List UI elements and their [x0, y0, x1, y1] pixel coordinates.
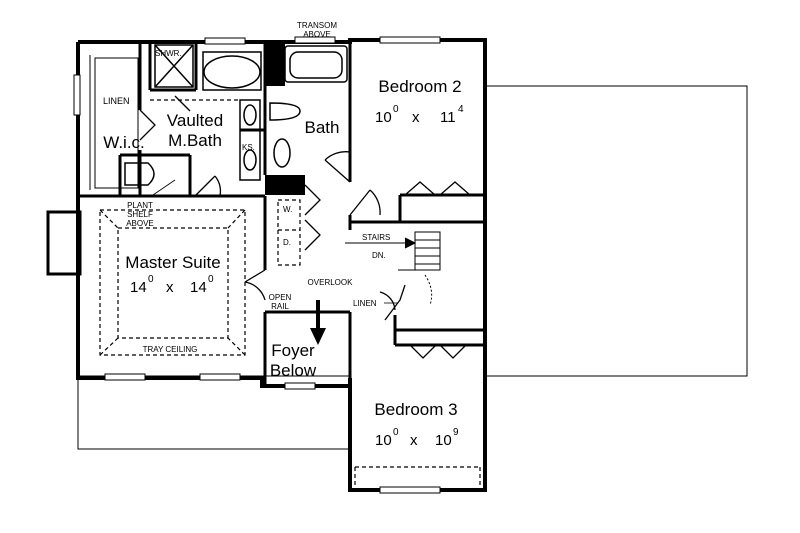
bedroom3-x: x — [410, 432, 418, 449]
interior-walls — [78, 40, 485, 386]
windows — [73, 36, 441, 494]
doors — [139, 95, 471, 359]
foyer-line1: Foyer — [271, 341, 315, 360]
open-rail-line1: OPEN — [269, 293, 292, 302]
bedroom3-w: 10 — [375, 432, 392, 449]
bay-window — [46, 210, 82, 276]
down-label: DN. — [372, 251, 386, 260]
chase-1 — [265, 42, 285, 86]
bedroom2-x: x — [412, 109, 420, 126]
bedroom2-d: 11 — [440, 109, 456, 126]
stairs-label: STAIRS — [362, 233, 390, 242]
ks-label: KS. — [242, 143, 255, 152]
vaulted-bath-line1: Vaulted — [167, 111, 223, 130]
transom-label-2: ABOVE — [303, 30, 331, 39]
bedroom2-w-sup: 0 — [393, 104, 399, 115]
linen-master-label: LINEN — [103, 96, 130, 106]
shower-label: SHWR. — [155, 49, 182, 58]
foyer-line2: Below — [270, 361, 317, 380]
plant-shelf-line1: PLANT — [127, 201, 153, 210]
master-suite-d-sup: 0 — [208, 274, 214, 285]
dryer-label: D. — [283, 238, 291, 247]
leader-lines — [149, 179, 398, 304]
master-suite-name: Master Suite — [125, 253, 220, 272]
wic-label: W.i.c. — [103, 133, 145, 152]
master-suite-d: 14 — [190, 279, 207, 296]
stairs — [345, 231, 441, 306]
bath-label: Bath — [305, 118, 340, 137]
labels: TRANSOM ABOVE Bedroom 2 10 0 x 11 4 Bedr… — [103, 21, 464, 449]
vaulted-bath-line2: M.Bath — [168, 131, 222, 150]
open-rail-line2: RAIL — [271, 302, 289, 311]
overlook-label: OVERLOOK — [308, 278, 354, 287]
bedroom3-w-sup: 0 — [393, 427, 399, 438]
bedroom2-d-sup: 4 — [458, 104, 464, 115]
bedroom3-name: Bedroom 3 — [374, 400, 457, 419]
bedroom3-d: 10 — [435, 432, 452, 449]
plant-shelf-line2: SHELF — [127, 210, 153, 219]
transom-label-1: TRANSOM — [297, 21, 337, 30]
washer-label: W. — [283, 205, 292, 214]
linen-hall-label: LINEN — [353, 299, 377, 308]
overlook-arrow — [310, 300, 326, 345]
master-suite-x: x — [166, 279, 174, 296]
master-suite-w-sup: 0 — [148, 274, 154, 285]
bedroom2-w: 10 — [375, 109, 392, 126]
master-suite-w: 14 — [130, 279, 147, 296]
chase-2 — [265, 175, 305, 195]
bedroom2-name: Bedroom 2 — [378, 77, 461, 96]
plant-shelf-line3: ABOVE — [126, 219, 154, 228]
tray-ceiling-label: TRAY CEILING — [143, 345, 198, 354]
fixtures — [89, 44, 348, 190]
bedroom3-d-sup: 9 — [453, 427, 459, 438]
